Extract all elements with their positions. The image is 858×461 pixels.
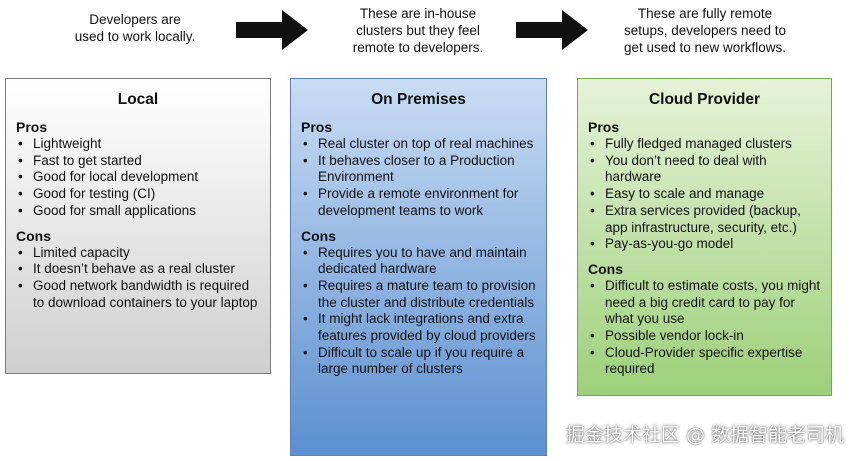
list-item: Difficult to scale up if you require a l…	[301, 345, 536, 378]
pros-section: Pros Real cluster on top of real machine…	[301, 119, 536, 220]
caption-line: used to work locally.	[74, 29, 196, 44]
panel-title: Cloud Provider	[648, 91, 761, 108]
caption-line: remote to developers.	[352, 40, 484, 55]
list-item: It behaves closer to a Production Enviro…	[301, 153, 536, 186]
caption-cloud: These are fully remote setups, developer…	[600, 5, 810, 56]
cons-section: Cons Requires you to have and maintain d…	[301, 228, 536, 379]
list-item: Difficult to estimate costs, you might n…	[588, 278, 821, 328]
list-item: Good for small applications	[16, 203, 260, 220]
list-item: Possible vendor lock-in	[588, 328, 821, 345]
caption-line: clusters but they feel	[356, 23, 480, 38]
watermark: 掘金技术社区 @ 数据智能老司机	[565, 424, 844, 446]
list-item: It might lack integrations and extra fea…	[301, 311, 536, 344]
pros-list: Real cluster on top of real machines It …	[301, 136, 536, 220]
cons-list: Limited capacity It doesn’t behave as a …	[16, 245, 260, 312]
panel-title: Local	[117, 91, 159, 108]
caption-onprem: These are in-house clusters but they fee…	[333, 5, 503, 56]
pros-list: Fully fledged managed clusters You don’t…	[588, 136, 821, 253]
list-item: Provide a remote environment for develop…	[301, 186, 536, 219]
cons-list: Difficult to estimate costs, you might n…	[588, 278, 821, 378]
list-item: Cloud-Provider specific expertise requir…	[588, 345, 821, 378]
pros-heading: Pros	[16, 119, 48, 135]
pros-heading: Pros	[588, 119, 620, 135]
list-item: Real cluster on top of real machines	[301, 136, 536, 153]
list-item: Extra services provided (backup, app inf…	[588, 203, 821, 236]
caption-line: Developers are	[89, 12, 181, 27]
list-item: Easy to scale and manage	[588, 186, 821, 203]
list-item: You don’t need to deal with hardware	[588, 153, 821, 186]
list-item: Limited capacity	[16, 245, 260, 262]
cons-section: Cons Limited capacity It doesn’t behave …	[16, 228, 260, 312]
cons-list: Requires you to have and maintain dedica…	[301, 245, 536, 379]
right-arrow-icon	[516, 10, 588, 50]
list-item: Fully fledged managed clusters	[588, 136, 821, 153]
list-item: Requires you to have and maintain dedica…	[301, 245, 536, 278]
pros-section: Pros Lightweight Fast to get started Goo…	[16, 119, 260, 220]
local-panel: Local Pros Lightweight Fast to get start…	[5, 78, 271, 374]
cons-heading: Cons	[588, 260, 623, 277]
cons-section: Cons Difficult to estimate costs, you mi…	[588, 261, 821, 378]
list-item: Good for testing (CI)	[16, 186, 260, 203]
list-item: Lightweight	[16, 136, 260, 153]
list-item: Requires a mature team to provision the …	[301, 278, 536, 311]
cloud-provider-panel: Cloud Provider Pros Fully fledged manage…	[577, 78, 832, 396]
pros-list: Lightweight Fast to get started Good for…	[16, 136, 260, 220]
caption-line: These are in-house	[359, 6, 477, 21]
caption-line: setups, developers need to	[623, 23, 787, 38]
list-item: Fast to get started	[16, 153, 260, 170]
list-item: Good network bandwidth is required to do…	[16, 278, 260, 311]
pros-section: Pros Fully fledged managed clusters You …	[588, 119, 821, 253]
right-arrow-icon	[236, 10, 308, 50]
list-item: Good for local development	[16, 169, 260, 186]
on-premises-panel: On Premises Pros Real cluster on top of …	[290, 78, 547, 456]
caption-line: These are fully remote	[637, 6, 773, 21]
pros-heading: Pros	[301, 119, 333, 135]
list-item: It doesn’t behave as a real cluster	[16, 261, 260, 278]
list-item: Pay-as-you-go model	[588, 236, 821, 253]
cons-heading: Cons	[301, 227, 336, 244]
panel-title: On Premises	[371, 91, 466, 108]
caption-local: Developers are used to work locally.	[55, 11, 215, 45]
cons-heading: Cons	[16, 227, 51, 244]
caption-line: get used to new workflows.	[623, 40, 787, 55]
